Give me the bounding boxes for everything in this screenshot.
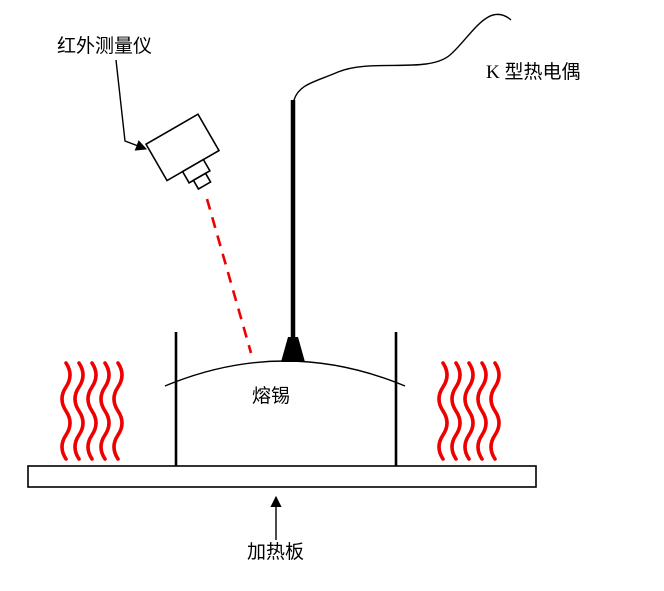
heat-wave-line [60, 361, 72, 461]
heating-plate [27, 465, 537, 488]
infrared-meter-label: 红外测量仪 [57, 35, 152, 57]
heat-wave-line [463, 361, 475, 461]
heat-wave-line [99, 361, 111, 461]
heat-wave-line [476, 361, 488, 461]
heat-wave-line [73, 361, 85, 461]
heat-waves-right [437, 361, 501, 461]
infrared-beam-dashed-line [205, 198, 253, 354]
thermocouple-tip [281, 337, 305, 362]
solder-surface-arc [164, 360, 406, 387]
heat-waves-left [60, 361, 124, 461]
thermocouple-label: K 型热电偶 [486, 61, 580, 83]
molten-solder-label: 熔锡 [252, 385, 290, 407]
infrared-label-leader-arrow [115, 59, 148, 151]
heat-wave-line [86, 361, 98, 461]
heating-plate-label: 加热板 [247, 541, 304, 563]
heat-wave-line [112, 361, 124, 461]
heat-wave-line [450, 361, 462, 461]
thermocouple-wire [293, 13, 512, 101]
heat-wave-line [489, 361, 501, 461]
infrared-device-tip [192, 172, 212, 191]
infrared-device [144, 113, 221, 191]
heat-wave-line [437, 361, 449, 461]
